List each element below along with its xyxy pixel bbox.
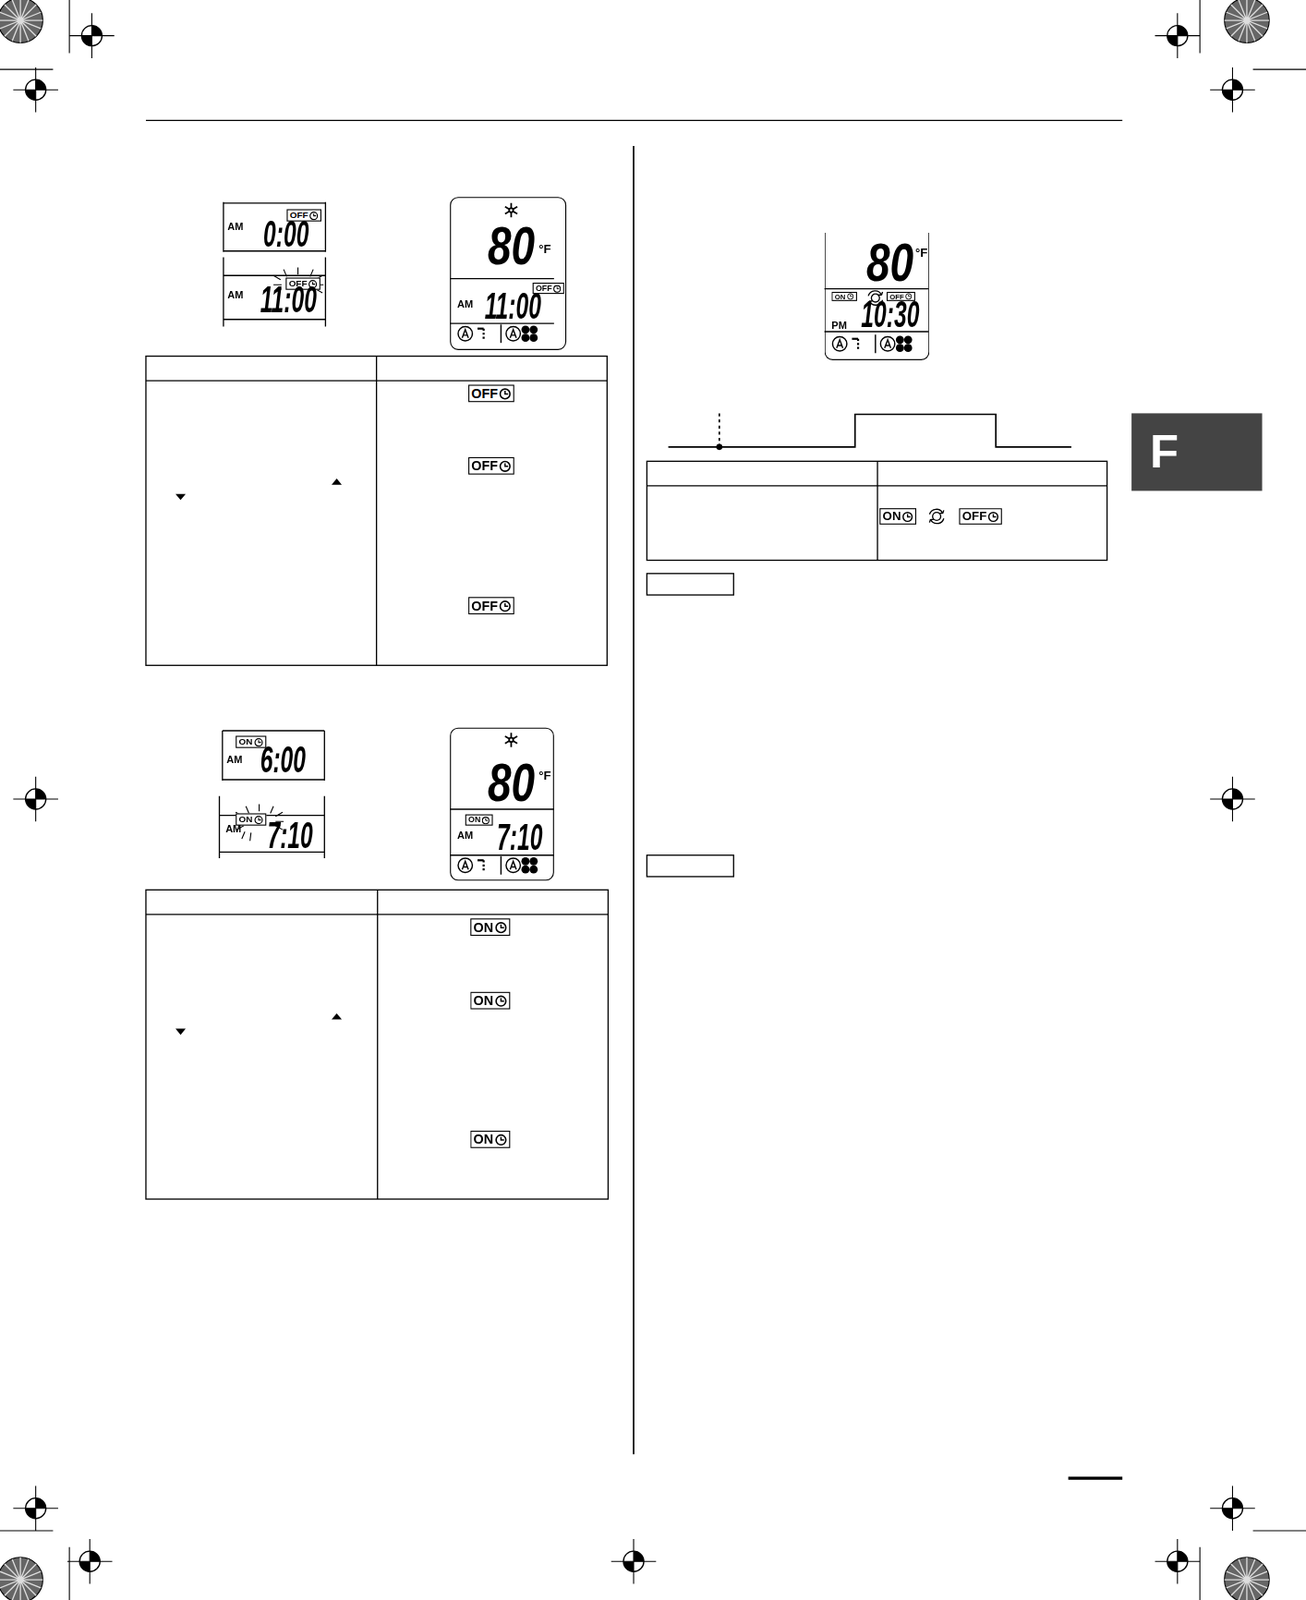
clock-symbol (902, 510, 914, 522)
clock-symbol (494, 994, 507, 1007)
am-pm-text: PM (831, 320, 847, 331)
clock-digits: 10:30 (860, 295, 920, 333)
am-pm-text: AM (227, 221, 243, 232)
unit-text: °F (915, 246, 928, 259)
am-pm-text: AM (457, 830, 473, 841)
clock-symbol (498, 386, 511, 400)
timer-text: ON (238, 737, 253, 748)
timer-text: ON (882, 508, 902, 523)
temperature-digits: 80 (866, 235, 914, 289)
am-pm-text: AM (227, 290, 243, 301)
clock-symbol (498, 599, 511, 612)
temperature-digits: 80 (487, 219, 535, 273)
am-pm-text: AM (226, 754, 242, 765)
clock-symbol (309, 210, 319, 220)
timer-icon: ON (465, 814, 494, 826)
timer-text: ON (238, 814, 253, 825)
clock-symbol (553, 284, 562, 293)
am-pm-text: AM (457, 299, 473, 310)
clock-digits: 0:00 (263, 216, 309, 254)
tab-letter: F (1149, 427, 1179, 475)
timer-icon: ON (470, 991, 510, 1010)
clock-symbol (481, 815, 490, 824)
temperature-digits: 80 (487, 756, 535, 810)
clock-symbol (253, 814, 264, 824)
section-tab: F (1131, 412, 1262, 491)
timer-text: ON (834, 292, 847, 301)
am-pm-text: AM (225, 824, 242, 835)
timer-text: ON (473, 919, 495, 935)
clock-digits: 11:00 (484, 288, 542, 326)
clock-digits: 6:00 (260, 741, 306, 779)
timer-text: ON (473, 1131, 495, 1148)
timer-icon: ON (831, 291, 857, 302)
timer-text: ON (468, 815, 481, 825)
unit-text: °F (538, 242, 551, 255)
timer-icon: ON (470, 918, 510, 936)
lcd-display: 80°FOFFAM11:00 (449, 196, 567, 351)
clock-digits: 7:10 (496, 819, 543, 857)
lcd-display: 80°F ON AM 7:10 (449, 727, 555, 882)
lcd-display: 80°FONOFFPM10:30 (824, 232, 931, 361)
timer-icon: OFF (468, 384, 515, 402)
clock-symbol (498, 459, 511, 472)
timer-icon: OFF (468, 457, 515, 475)
timer-icon: OFF (468, 596, 515, 615)
clock-symbol (494, 920, 507, 933)
clock-symbol (987, 510, 999, 522)
clock-digits: 7:10 (266, 817, 313, 855)
timer-text: OFF (471, 597, 498, 614)
timer-text: OFF (471, 458, 498, 474)
timer-icon: OFF (958, 507, 1002, 525)
timer-icon: ON (470, 1130, 510, 1149)
clock-symbol (846, 292, 854, 301)
timer-text: OFF (471, 386, 498, 402)
unit-text: °F (538, 769, 551, 782)
clock-digits: 11:00 (260, 281, 317, 319)
clock-symbol (494, 1133, 507, 1146)
timer-text: OFF (962, 508, 988, 523)
timer-text: ON (473, 992, 495, 1009)
timer-icon: ON (879, 507, 917, 525)
